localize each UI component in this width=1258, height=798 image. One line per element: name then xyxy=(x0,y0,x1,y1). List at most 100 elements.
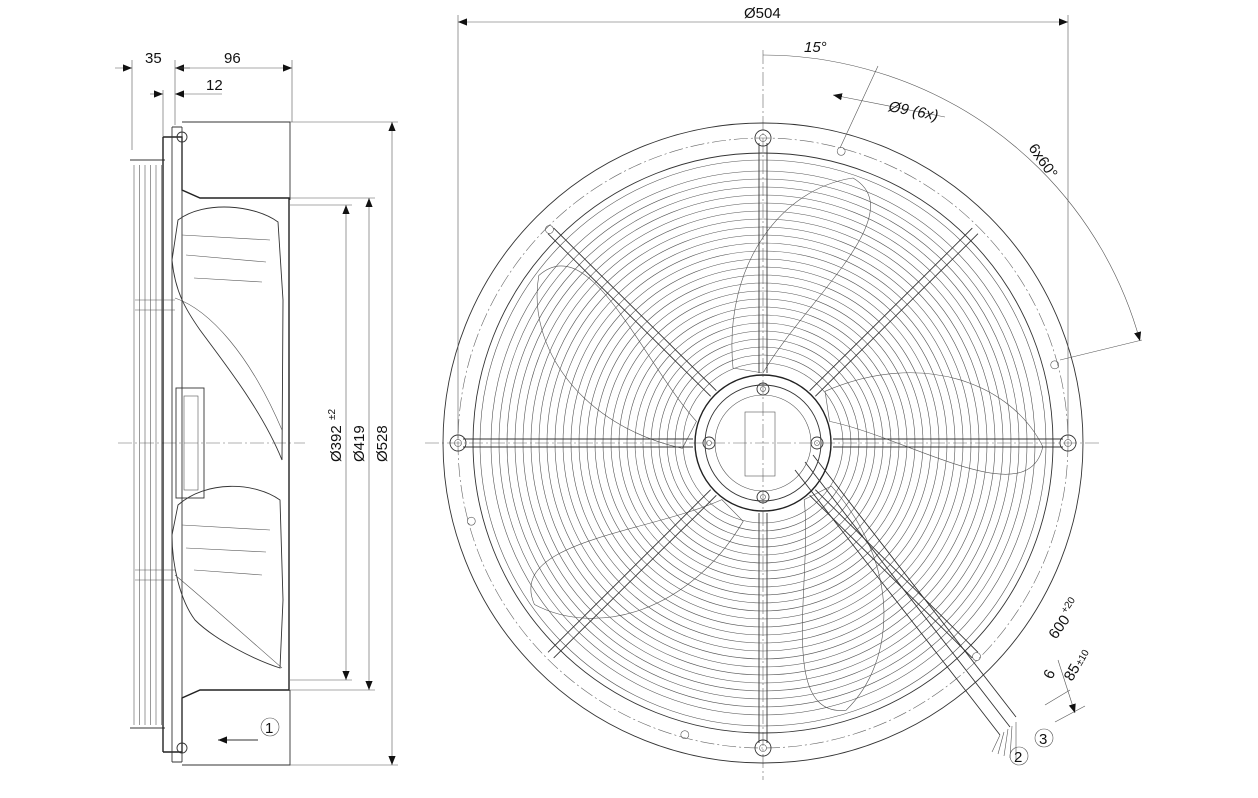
plate-hole xyxy=(972,652,981,661)
side-motor-hub-inner xyxy=(183,395,199,491)
front-hub-bolts xyxy=(702,382,824,504)
front-hub-label-plate xyxy=(744,411,776,477)
callout-2: 2 xyxy=(1014,749,1022,766)
callout-1: 1 xyxy=(265,720,273,737)
hub-bolt-center xyxy=(814,440,820,446)
side-blade-lower-edge xyxy=(174,524,283,669)
side-blade-upper-edge xyxy=(174,234,283,431)
dim-arc-6x60 xyxy=(865,68,1142,342)
side-blade-lower xyxy=(171,485,284,669)
guard-ring xyxy=(546,226,980,660)
callout-1-circle xyxy=(260,717,280,737)
front-blades xyxy=(530,177,1044,711)
guard-ring xyxy=(626,306,900,580)
hub-bolt xyxy=(702,436,716,450)
guard-ring xyxy=(602,282,924,604)
guard-ring xyxy=(586,266,940,620)
hub-bolt-center xyxy=(760,494,766,500)
dim-label-15: 15° xyxy=(804,39,827,56)
guard-spoke xyxy=(547,489,711,653)
guard-spoke xyxy=(815,489,979,653)
guard-ring xyxy=(514,194,1012,692)
front-plate-holes xyxy=(466,146,1060,740)
side-housing-flange xyxy=(171,126,183,763)
guard-ring xyxy=(682,362,844,524)
dim-label-85: 85 xyxy=(1061,661,1084,684)
guard-ring xyxy=(658,338,868,548)
dim-line-cable-c xyxy=(1057,659,1076,714)
dim-label-419: Ø419 xyxy=(351,425,368,462)
holes-leader xyxy=(832,93,946,118)
dim-line-cable-b xyxy=(1054,705,1086,723)
dim-label-holes: Ø9 (6x) xyxy=(886,98,939,124)
guard-ring xyxy=(498,178,1028,708)
front-blade xyxy=(731,177,871,374)
guard-ring xyxy=(506,186,1020,700)
dim-label-96: 96 xyxy=(224,50,241,67)
side-blade-upper xyxy=(171,206,284,461)
dim-label-6x60: 6x60° xyxy=(1025,141,1061,182)
front-hub-mid xyxy=(704,384,822,502)
front-view: Ø504 15° Ø9 (6x) 6x60° 600 +20 85 ±10 6 … xyxy=(425,5,1143,780)
side-bolt-bottom xyxy=(176,742,188,754)
guard-ring xyxy=(562,242,964,644)
front-guard-rings xyxy=(490,170,1036,716)
front-blade xyxy=(802,485,885,711)
guard-ring xyxy=(610,290,916,596)
front-hub-outer xyxy=(694,374,832,512)
guard-ring xyxy=(618,298,908,588)
dim-label-35: 35 xyxy=(145,50,162,67)
front-venturi-inner xyxy=(479,159,1047,727)
guard-ring xyxy=(490,170,1036,716)
guard-spoke xyxy=(809,227,973,391)
hub-bolt-center xyxy=(760,386,766,392)
guard-spoke xyxy=(553,227,717,391)
guard-ring xyxy=(666,346,860,540)
dim-ext-15 xyxy=(839,65,879,149)
side-view: 35 96 12 Ø392 ±2 Ø419 Ø528 1 xyxy=(115,50,398,766)
mount-bolt-center xyxy=(759,134,767,142)
guard-ring xyxy=(594,274,932,612)
guard-spoke xyxy=(815,233,979,397)
callout-2-circle xyxy=(1009,746,1029,766)
front-bolt-circle xyxy=(457,137,1069,749)
guard-ring xyxy=(674,354,852,532)
mount-bolt-center xyxy=(759,744,767,752)
guard-ring xyxy=(554,234,972,652)
hub-bolt xyxy=(756,490,770,504)
guard-ring xyxy=(530,210,996,676)
guard-ring xyxy=(578,258,948,628)
hub-bolt-center xyxy=(706,440,712,446)
dim-label-6: 6 xyxy=(1040,667,1059,682)
dim-label-528: Ø528 xyxy=(374,425,391,462)
cable-sheath xyxy=(794,454,1017,736)
plate-hole xyxy=(836,146,846,156)
dim-ext-6x60 xyxy=(1059,339,1143,361)
dim-label-392-tol: ±2 xyxy=(327,409,338,420)
guard-ring xyxy=(634,314,892,572)
side-guard-struts xyxy=(135,299,175,581)
guard-ring xyxy=(642,322,884,564)
guard-spoke xyxy=(553,495,717,659)
plate-hole xyxy=(466,516,476,526)
plate-hole xyxy=(1050,360,1060,370)
dim-label-600: 600 xyxy=(1045,612,1073,642)
side-motor-hub xyxy=(175,387,205,499)
side-guard-grille xyxy=(130,159,165,729)
guard-ring xyxy=(650,330,876,556)
cable-wires xyxy=(991,722,1017,760)
hub-bolt xyxy=(810,436,824,450)
dim-label-12: 12 xyxy=(206,77,223,94)
mount-bolt xyxy=(754,129,772,147)
dim-label-392: Ø392 xyxy=(328,425,345,462)
plate-hole xyxy=(680,730,690,740)
plate-hole xyxy=(545,225,554,234)
dim-arc-15 xyxy=(762,54,867,70)
dim-line-cable-a xyxy=(1044,689,1071,706)
guard-ring xyxy=(570,250,956,636)
front-blade xyxy=(536,265,697,449)
guard-spoke xyxy=(547,233,711,397)
guard-ring xyxy=(522,202,1004,684)
front-outer-plate xyxy=(442,122,1084,764)
